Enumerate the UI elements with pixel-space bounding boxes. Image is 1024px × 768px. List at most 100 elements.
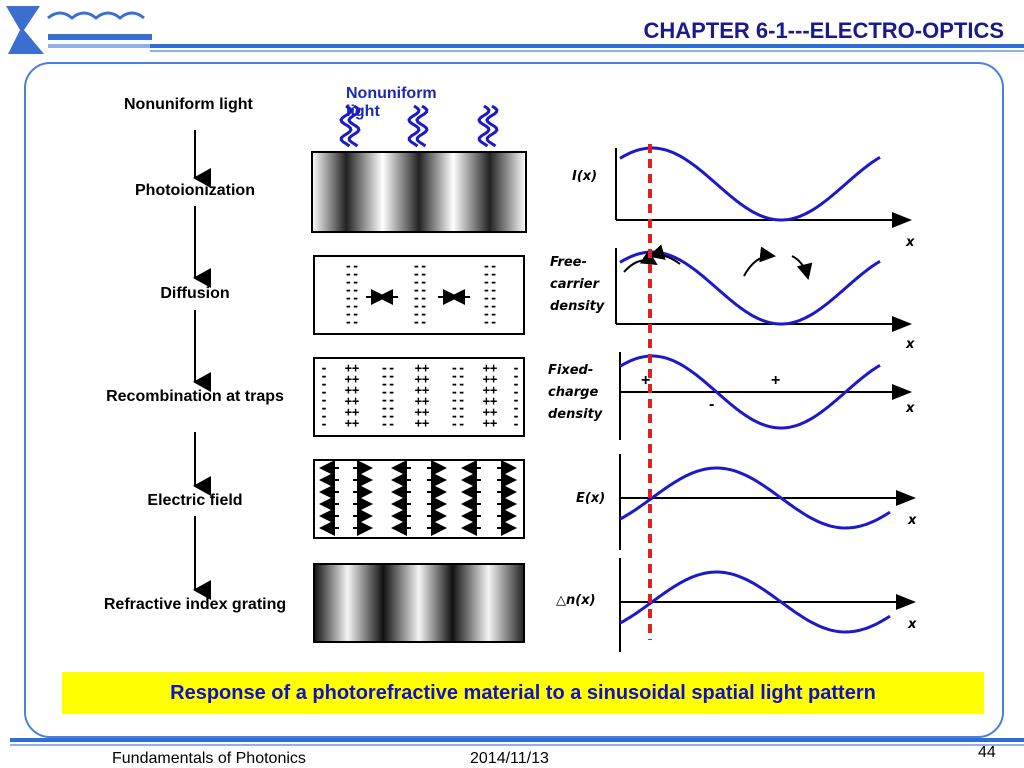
- diffusion-minus-1-1: --: [413, 267, 427, 281]
- charge-mark-minus: -: [709, 396, 715, 413]
- page-number: 44: [978, 744, 996, 761]
- recomb-charge-5-4: ++: [483, 405, 497, 419]
- recomb-charge-6-6: -: [512, 409, 519, 423]
- recomb-charge-6-4: -: [512, 393, 519, 407]
- recomb-charge-1-0: ++: [345, 361, 359, 375]
- header-divider: [150, 44, 1024, 48]
- recombination-panel: [313, 357, 525, 437]
- diffusion-charges: ----------------------------------------…: [345, 259, 497, 329]
- recomb-charge-4-7: --: [451, 417, 465, 431]
- recomb-charge-2-1: --: [381, 369, 395, 383]
- recomb-charge-0-6: -: [320, 409, 327, 423]
- recomb-charge-2-2: --: [381, 377, 395, 391]
- footer-title: Fundamentals of Photonics: [112, 750, 306, 767]
- recomb-charge-5-0: ++: [483, 361, 497, 375]
- diffusion-minus-1-2: --: [413, 275, 427, 289]
- recomb-charge-0-4: -: [320, 393, 327, 407]
- diffusion-curved-arrow-1: [648, 244, 681, 265]
- step-label-electric-field: Electric field: [147, 492, 243, 509]
- diffusion-minus-1-4: --: [413, 291, 427, 305]
- diffusion-minus-2-3: --: [483, 283, 497, 297]
- light-beam-2-1: [485, 104, 499, 148]
- light-beam-1-0: [407, 104, 421, 148]
- diffusion-minus-0-2: --: [345, 275, 359, 289]
- light-beam-1-1: [415, 104, 429, 148]
- recomb-charge-6-0: -: [512, 361, 519, 375]
- diffusion-curved-arrow-0: [623, 249, 658, 273]
- diffusion-minus-0-0: --: [345, 259, 359, 273]
- university-logo: [6, 6, 152, 54]
- recomb-charge-1-2: ++: [345, 383, 359, 397]
- diffusion-curved-arrow-3: [791, 255, 813, 280]
- footer-date: 2014/11/13: [470, 750, 549, 767]
- axis-label-x-4: x: [908, 513, 917, 528]
- diffusion-minus-1-5: --: [413, 299, 427, 313]
- recomb-charge-2-5: --: [381, 401, 395, 415]
- diffusion-minus-2-2: --: [483, 275, 497, 289]
- recomb-charge-0-1: -: [320, 369, 327, 383]
- recomb-charge-1-3: ++: [345, 394, 359, 408]
- curve-2: [619, 354, 881, 430]
- diffusion-minus-1-6: --: [413, 307, 427, 321]
- recomb-charge-5-3: ++: [483, 394, 497, 408]
- light-beam-0-0: [339, 104, 353, 148]
- response-curves: [615, 146, 916, 652]
- step-label-refractive-index: Refractive index grating: [103, 596, 287, 613]
- recomb-charge-0-3: -: [320, 385, 327, 399]
- axis-label-x-5: x: [908, 617, 917, 632]
- recomb-charge-3-0: ++: [415, 361, 429, 375]
- electric-field-arrows: [319, 460, 517, 536]
- curve-4: [619, 570, 891, 634]
- footer-divider-thin: [10, 744, 1024, 746]
- recombination-charges: --------++++++++++++----------------++++…: [320, 361, 519, 431]
- recomb-charge-2-3: --: [381, 385, 395, 399]
- diffusion-curved-arrow-2: [743, 246, 776, 277]
- diffusion-panel: [313, 255, 525, 335]
- diffusion-minus-1-7: --: [413, 315, 427, 329]
- step-label-nonuniform-light: Nonuniform light: [124, 96, 253, 113]
- recomb-charge-4-5: --: [451, 401, 465, 415]
- recomb-charge-3-2: ++: [415, 383, 429, 397]
- curve-label-fixed-charge: Fixed-charge density: [548, 363, 603, 422]
- recomb-charge-4-6: --: [451, 409, 465, 423]
- recomb-charge-4-3: --: [451, 385, 465, 399]
- logo-mark: [6, 6, 44, 54]
- light-beam-2-0: [477, 104, 491, 148]
- diffusion-minus-0-1: --: [345, 267, 359, 281]
- recomb-charge-0-0: -: [320, 361, 327, 375]
- header-divider-thin: [150, 50, 1024, 52]
- recomb-charge-5-1: ++: [483, 372, 497, 386]
- step-label-photoionization: Photoionization: [135, 182, 255, 199]
- curve-label-electric-field: E(x): [576, 491, 606, 506]
- recomb-charge-6-1: -: [512, 369, 519, 383]
- recomb-charge-1-5: ++: [345, 416, 359, 430]
- diffusion-minus-2-0: --: [483, 259, 497, 273]
- figure-caption: Response of a photorefractive material t…: [62, 672, 984, 714]
- electric-field-panel: [313, 459, 525, 539]
- chapter-title: CHAPTER 6-1---ELECTRO-OPTICS: [643, 18, 1004, 43]
- recomb-charge-4-4: --: [451, 393, 465, 407]
- light-beam-0-1: [347, 104, 361, 148]
- recomb-charge-6-2: -: [512, 377, 519, 391]
- recomb-charge-1-1: ++: [345, 372, 359, 386]
- recomb-charge-1-4: ++: [345, 405, 359, 419]
- curve-3: [619, 466, 891, 530]
- recomb-charge-3-4: ++: [415, 405, 429, 419]
- recomb-charge-2-4: --: [381, 393, 395, 407]
- recomb-charge-5-5: ++: [483, 416, 497, 430]
- step-label-recombination: Recombination at traps: [106, 388, 284, 405]
- curve-label-intensity: I(x): [572, 169, 598, 184]
- incident-light-beams: [339, 104, 499, 148]
- curve-label-free-carrier: Free-carrier density: [550, 255, 605, 314]
- step-label-diffusion: Diffusion: [160, 285, 230, 302]
- curve-0: [619, 146, 881, 222]
- diffusion-minus-2-1: --: [483, 267, 497, 281]
- charge-mark-plus-1: +: [641, 372, 651, 389]
- axis-label-x-1: x: [906, 235, 915, 250]
- refractive-index-panel: [313, 563, 525, 643]
- recomb-charge-6-7: -: [512, 417, 519, 431]
- recomb-charge-0-7: -: [320, 417, 327, 431]
- diffusion-minus-0-5: --: [345, 299, 359, 313]
- recomb-charge-4-1: --: [451, 369, 465, 383]
- diffusion-minus-2-5: --: [483, 299, 497, 313]
